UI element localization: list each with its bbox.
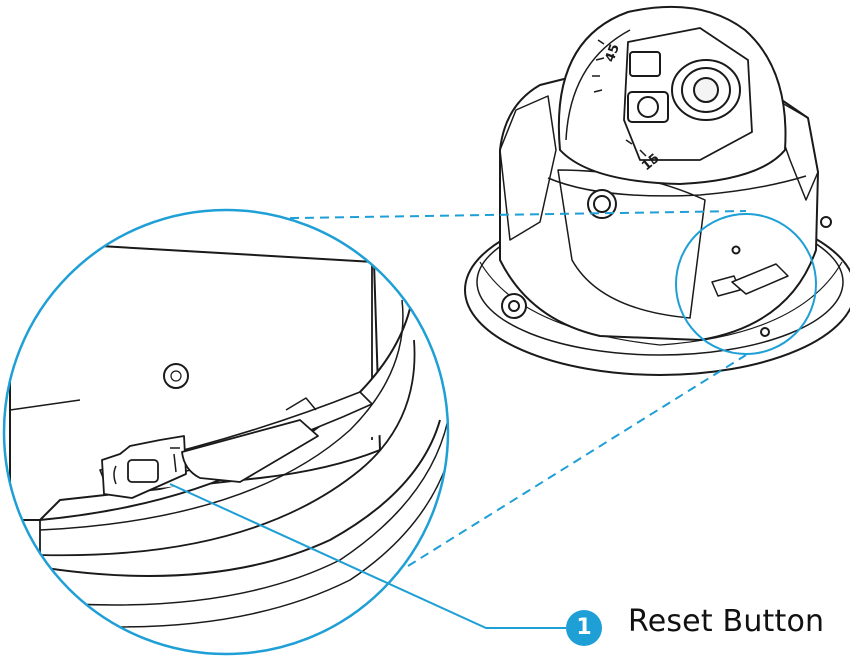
callout-number-badge: 1 [566, 610, 602, 646]
dome-ring [565, 29, 631, 141]
compartment-flap [181, 419, 319, 483]
housing-fin [499, 95, 557, 241]
dome-camera: 45 15 [464, 5, 850, 376]
reset-button[interactable] [127, 459, 159, 483]
reset-flap-small [731, 263, 789, 295]
reset-button-detail [113, 447, 180, 485]
dial-mark-45: 45 [603, 42, 623, 64]
wall-left-edge [9, 399, 81, 411]
base-ring-groove [19, 419, 448, 606]
callout-label-reset-button: Reset Button [628, 604, 825, 639]
wall-screw-hole-inner [170, 370, 182, 382]
housing-screw-hole [593, 195, 611, 213]
camera-lens-inner [693, 77, 719, 103]
base-ring-ledge [39, 339, 416, 557]
magnified-detail [4, 210, 448, 654]
dome-dial-ticks [592, 39, 655, 165]
detail-marker-circle [675, 213, 817, 355]
gimbal-knob [637, 96, 659, 118]
zoom-leader-lines [229, 210, 747, 567]
base-screw [760, 327, 770, 337]
gimbal-bracket [629, 51, 661, 77]
housing-inner-edge [547, 175, 807, 197]
magnifier-circle [2, 208, 450, 656]
panel-hole [731, 245, 741, 255]
base-screw [820, 216, 832, 228]
base-ring-inner [39, 299, 404, 531]
flap-hinge [285, 397, 317, 411]
base-screw [508, 300, 520, 312]
callout-leader-line [169, 483, 566, 629]
